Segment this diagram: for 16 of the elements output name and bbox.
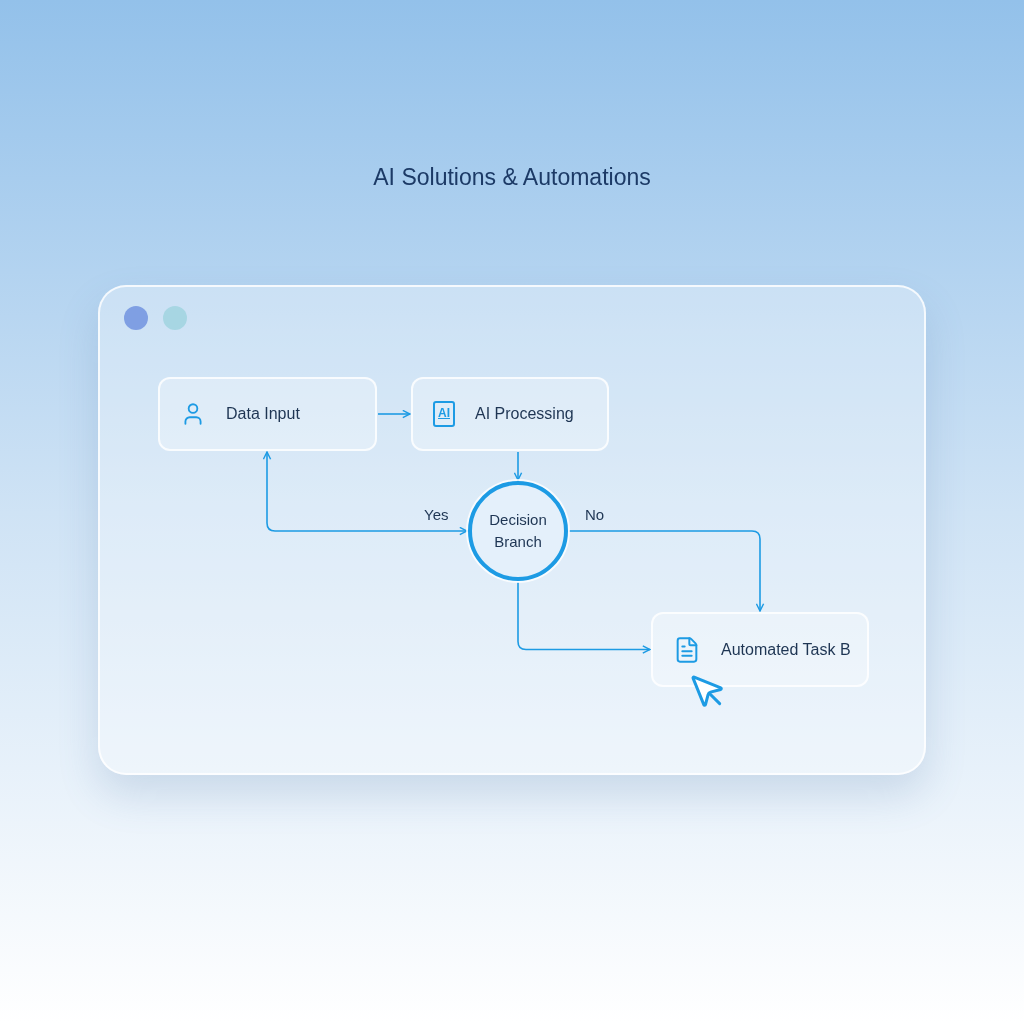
process-box (158, 377, 377, 451)
connector-arrow (262, 451, 468, 536)
edge-label: No (585, 505, 605, 525)
node-label: AI Processing (475, 404, 574, 424)
connector-arrow (377, 409, 411, 419)
process-box (651, 612, 869, 687)
node-label: Decision Branch (488, 510, 548, 552)
connector-arrow (517, 581, 651, 654)
node-label: Automated Task B (721, 639, 851, 660)
edge-label: Yes (424, 505, 449, 525)
connector-arrow (568, 530, 765, 612)
subtitle: AI Solutions & Automations (372, 163, 652, 192)
connector-arrow (513, 451, 523, 481)
node-label: Data Input (226, 404, 300, 424)
ai-icon: AI (433, 401, 455, 427)
process-box (411, 377, 609, 451)
